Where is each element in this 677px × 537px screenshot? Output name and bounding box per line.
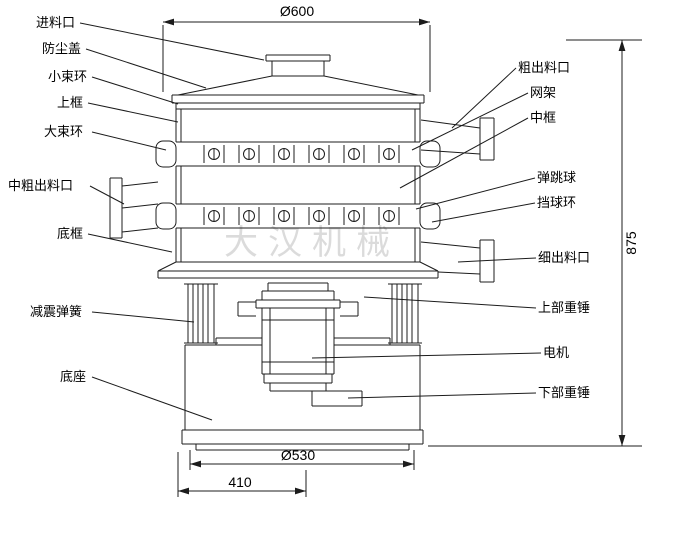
leader-line (87, 233, 173, 253)
label-text: 中框 (530, 110, 556, 125)
label-middle-frame: 中框 (399, 110, 556, 189)
band2-bolt-circles (208, 210, 395, 222)
label-text: 挡球环 (537, 195, 576, 210)
watermark-text: 大汉机械 (224, 224, 400, 262)
leader-line (311, 352, 542, 359)
bolt-slots (213, 149, 390, 221)
leader-line (451, 67, 517, 129)
band1-left-cap (155, 140, 177, 168)
leader-line (415, 177, 536, 210)
label-feed-inlet: 进料口 (36, 15, 265, 61)
label-text: 中粗出料口 (8, 178, 73, 193)
label-small-clamp-ring: 小束环 (48, 69, 179, 105)
leader-line (347, 392, 537, 399)
label-text: 防尘盖 (42, 41, 81, 56)
leader-line (91, 311, 195, 323)
leader-line (91, 376, 213, 421)
outlet-ducts-part (109, 117, 495, 283)
label-text: 粗出料口 (518, 60, 570, 75)
dim-top-diameter: Ø600 (280, 3, 314, 19)
leader-line (457, 257, 537, 263)
label-text: 减震弹簧 (30, 304, 82, 319)
label-text: 大束环 (44, 124, 83, 139)
dim-base-diameter: Ø530 (281, 447, 315, 463)
leader-line (399, 117, 529, 189)
label-mesh-frame: 网架 (411, 85, 556, 151)
label-damping-spring: 减震弹簧 (30, 304, 195, 323)
base-assembly-part (181, 337, 424, 451)
label-lower-weight: 下部重锤 (347, 385, 590, 400)
label-text: 小束环 (48, 69, 87, 84)
motor-assembly-part (237, 282, 363, 407)
band1-bolt-circles (208, 148, 395, 160)
machine-body (109, 54, 495, 451)
label-bottom-frame: 底框 (57, 226, 173, 253)
label-upper-frame: 上框 (57, 95, 179, 123)
dim-base-span: 410 (228, 474, 252, 490)
labels-left: 进料口 防尘盖 小束环 上框 大束环 中粗出料口 底框 减震弹簧 (8, 15, 265, 421)
label-text: 上框 (57, 95, 83, 110)
leader-line (431, 202, 536, 223)
leader-line (87, 102, 179, 123)
label-motor: 电机 (311, 345, 569, 360)
label-text: 底座 (60, 369, 86, 384)
dim-overall-height: 875 (623, 231, 639, 255)
labels-right: 粗出料口 网架 中框 弹跳球 挡球环 细出料口 上部重锤 电机 (311, 60, 590, 400)
label-text: 下部重锤 (538, 385, 590, 400)
label-base: 底座 (60, 369, 213, 421)
leader-line (363, 296, 537, 309)
band2-right-cap (419, 202, 441, 230)
label-large-clamp-ring: 大束环 (44, 124, 167, 151)
label-mid-coarse-outlet: 中粗出料口 (8, 178, 125, 205)
label-text: 细出料口 (538, 250, 590, 265)
clamp-unit-ticks (203, 145, 400, 225)
label-dust-cover: 防尘盖 (42, 41, 207, 89)
leader-line (89, 185, 125, 205)
label-bouncing-ball: 弹跳球 (415, 170, 576, 210)
label-ball-stop-ring: 挡球环 (431, 195, 576, 223)
leader-line (91, 76, 179, 105)
label-text: 上部重锤 (538, 300, 590, 315)
label-text: 弹跳球 (537, 170, 576, 185)
label-text: 电机 (543, 345, 569, 360)
leader-line (79, 22, 265, 61)
label-text: 网架 (530, 85, 556, 100)
label-text: 底框 (57, 226, 83, 241)
dimension-line-paths (162, 21, 642, 497)
leader-line (91, 131, 167, 151)
label-upper-weight: 上部重锤 (363, 296, 590, 315)
label-fine-outlet: 细出料口 (457, 250, 590, 265)
label-text: 进料口 (36, 15, 75, 30)
damping-springs-part (184, 283, 422, 344)
machine-body-path (157, 54, 439, 279)
label-coarse-outlet: 粗出料口 (451, 60, 570, 129)
leader-line (85, 48, 207, 89)
dimension-lines: Ø600 875 Ø530 410 (162, 3, 642, 497)
leader-line (411, 92, 529, 151)
band2-left-cap (155, 202, 177, 230)
